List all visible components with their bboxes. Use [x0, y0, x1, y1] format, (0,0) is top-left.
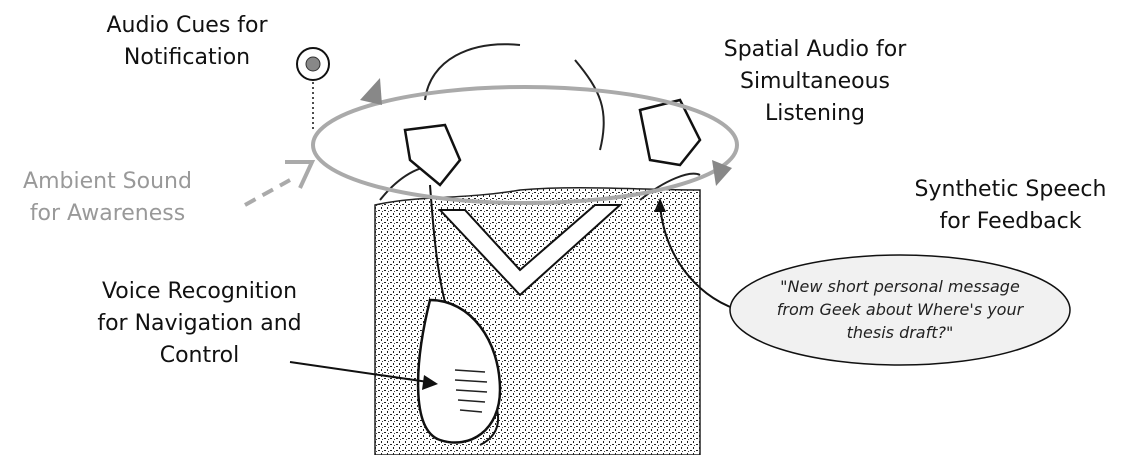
speech-bubble-text: "New short personal message from Geek ab… [745, 275, 1055, 344]
bubble-line: thesis draft?" [745, 321, 1055, 344]
bubble-line: from Geek about Where's your [745, 298, 1055, 321]
label-audio-cues: Audio Cues for Notification [92, 10, 282, 74]
neck-outline [425, 44, 604, 150]
left-speaker [405, 125, 460, 185]
label-line: for Feedback [893, 206, 1128, 238]
label-line: Control [72, 340, 327, 372]
ambient-arrow [245, 180, 290, 205]
ambient-arrow-head [285, 162, 312, 188]
label-spatial-audio: Spatial Audio for Simultaneous Listening [700, 34, 930, 130]
label-line: Ambient Sound [5, 166, 210, 198]
label-voice-recognition: Voice Recognition for Navigation and Con… [72, 276, 327, 372]
label-line: Simultaneous [700, 66, 930, 98]
ring-arrow-right [712, 160, 732, 186]
bubble-line: "New short personal message [745, 275, 1055, 298]
label-line: Synthetic Speech [893, 174, 1128, 206]
label-line: for Navigation and [72, 308, 327, 340]
label-line: Audio Cues for [92, 10, 282, 42]
label-synthetic-speech: Synthetic Speech for Feedback [893, 174, 1128, 238]
person-illustration [375, 44, 700, 455]
label-line: for Awareness [5, 198, 210, 230]
label-line: Listening [700, 98, 930, 130]
label-line: Voice Recognition [72, 276, 327, 308]
label-line: Spatial Audio for [700, 34, 930, 66]
ring-arrow-top [360, 78, 382, 105]
label-ambient-sound: Ambient Sound for Awareness [5, 166, 210, 230]
label-line: Notification [92, 42, 282, 74]
audio-cue-dot [306, 57, 320, 71]
